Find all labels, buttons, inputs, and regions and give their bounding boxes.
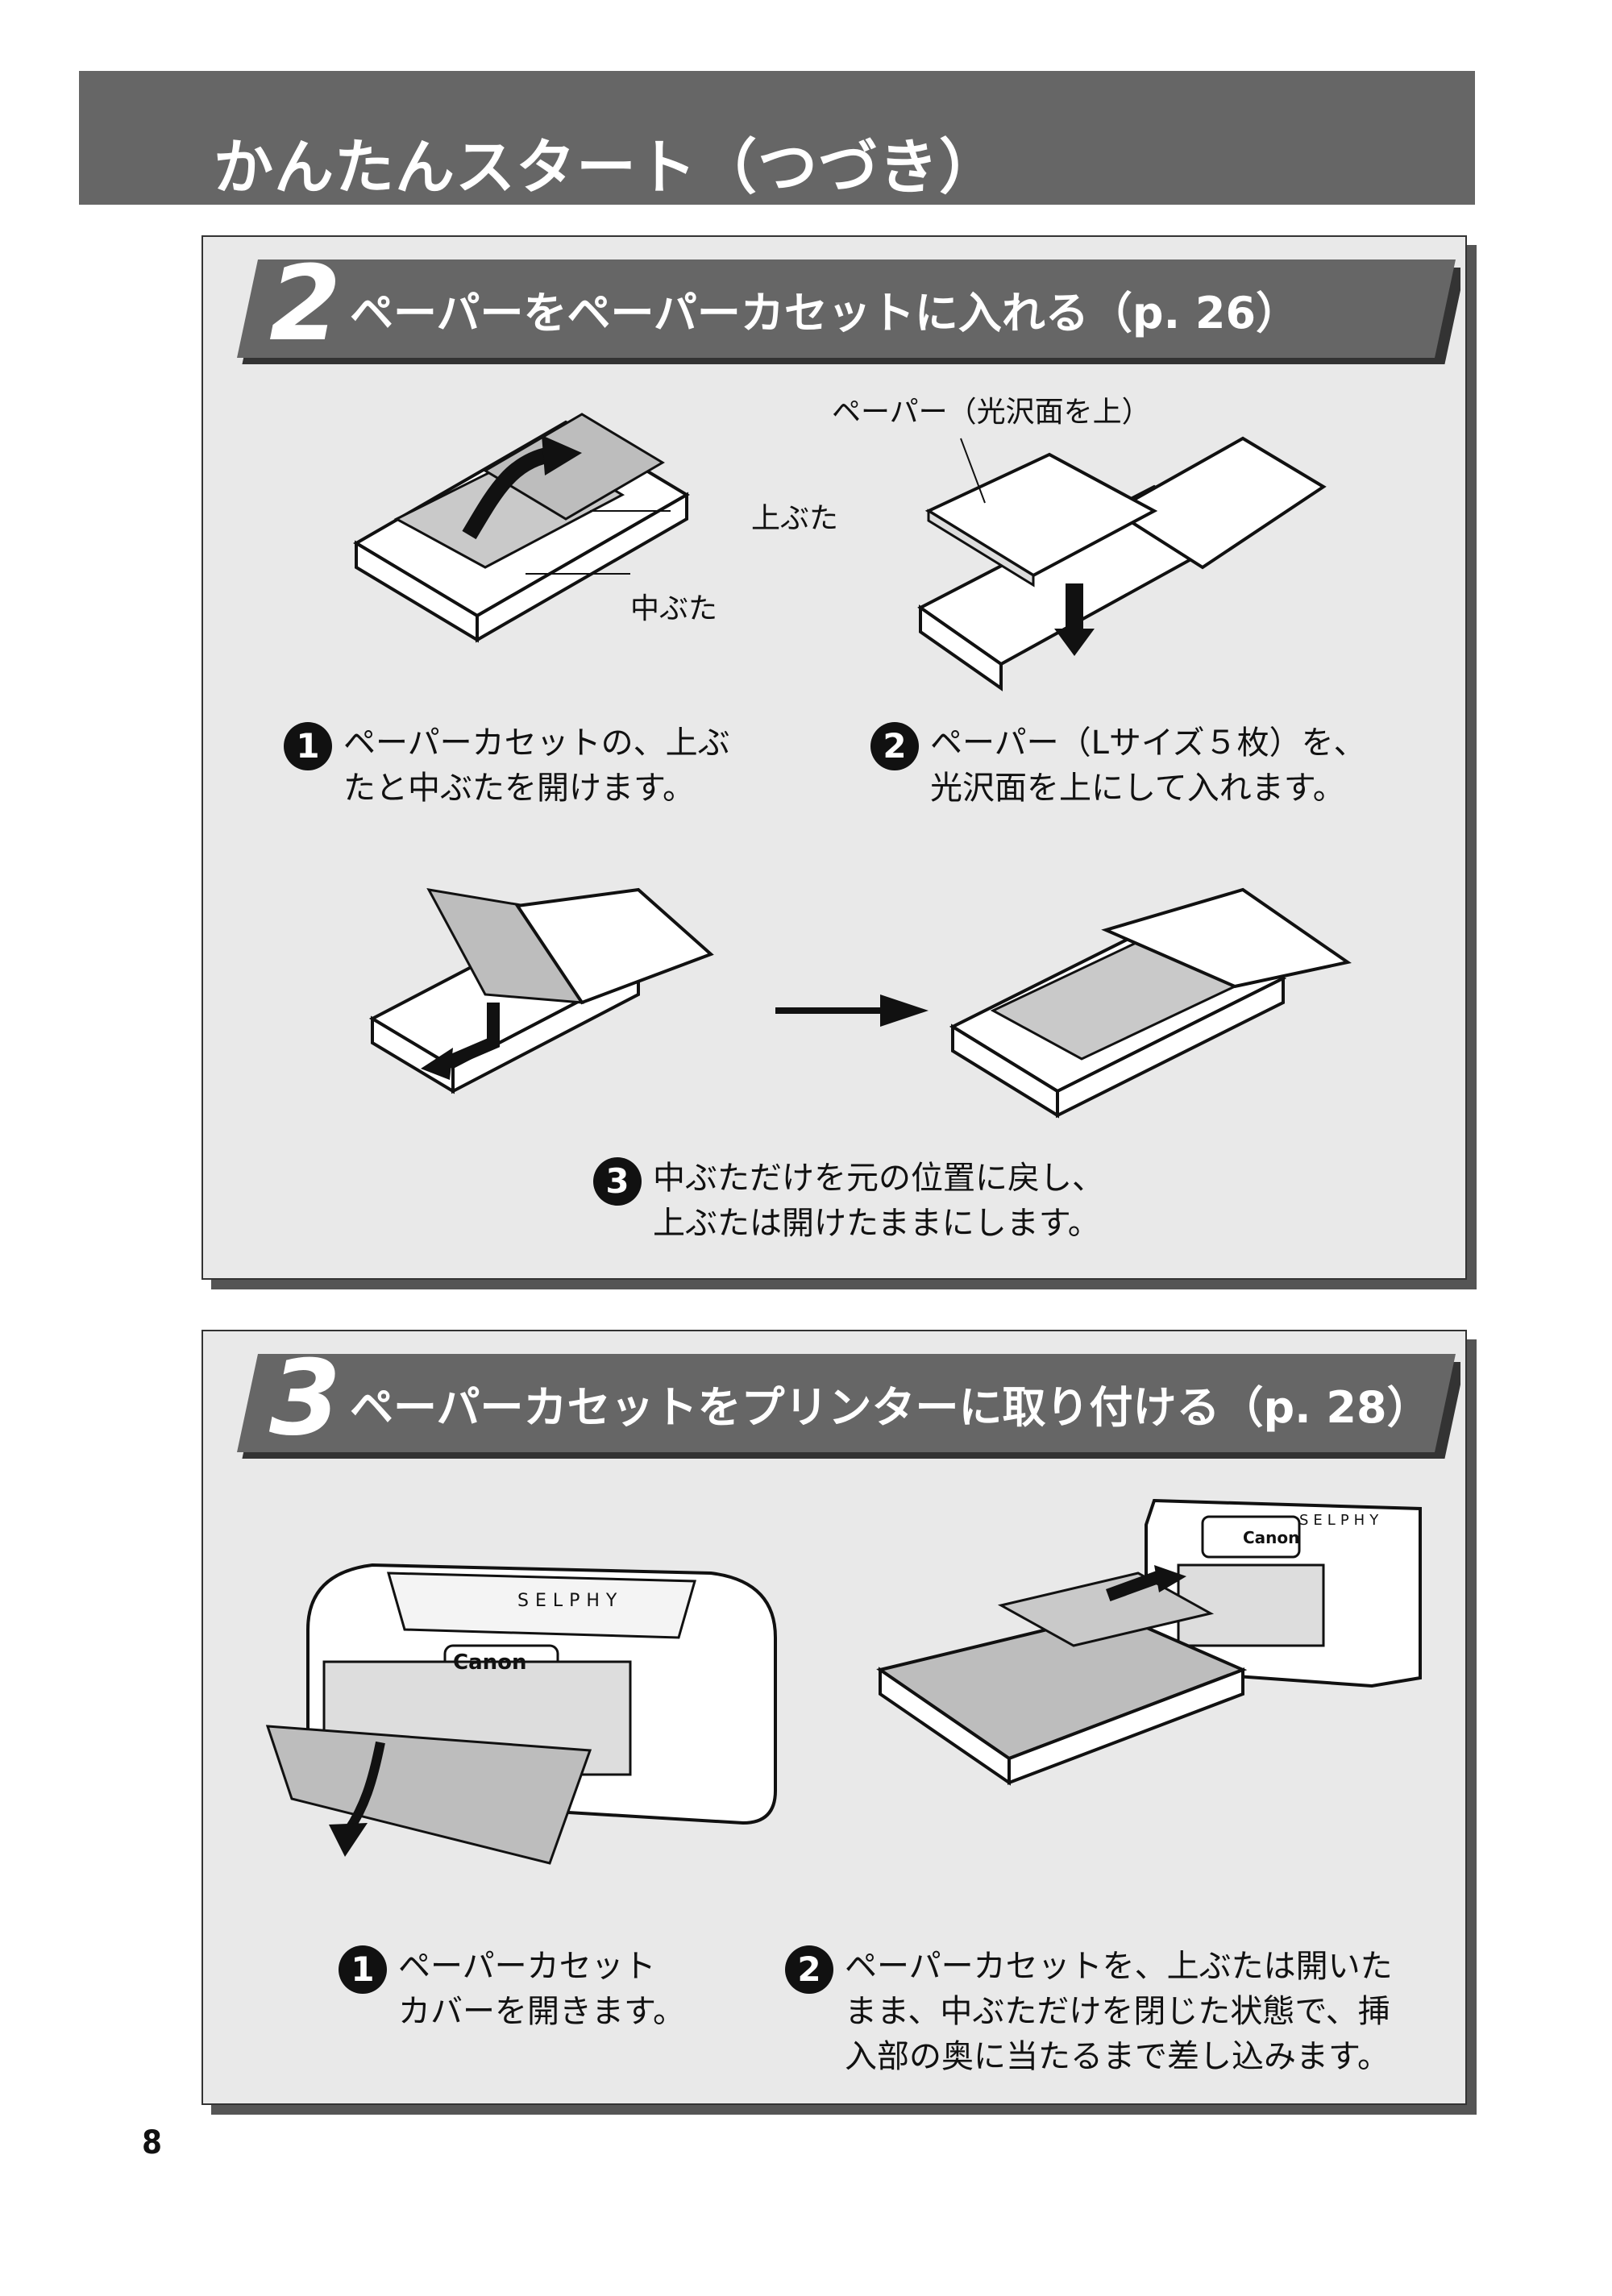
instruction-badge: 2	[870, 722, 919, 770]
instruction-line: 光沢面を上にして入れます。	[930, 770, 1345, 807]
cassette-open-lids-illustration	[353, 413, 690, 643]
step-2-banner: 2 ペーパーをペーパーカセットに入れる（p. 26）	[235, 253, 1460, 364]
middle-lid-label: 中ぶた	[630, 592, 718, 625]
instruction-badge: 1	[284, 722, 332, 770]
instruction-badge: 1	[339, 1945, 387, 1994]
cassette-middle-lid-closed-illustration	[949, 887, 1352, 1119]
insert-cassette-illustration	[876, 1498, 1422, 1786]
instruction-line: 入部の奥に当たるまで差し込みます。	[845, 2038, 1390, 2075]
step-3-instruction-2: 2 ペーパーカセットを、上ぶたは開いた まま、中ぶただけを閉じた状態で、挿 入部…	[785, 1944, 1430, 2081]
step-3-panel: 3 ペーパーカセットをプリンターに取り付ける（p. 28） Canon SELP…	[202, 1330, 1467, 2105]
printer-model-label: SELPHY	[1299, 1512, 1384, 1529]
printer-brand-label: Canon	[453, 1650, 527, 1675]
printer-open-cover-illustration	[265, 1563, 777, 1865]
paper-glossy-up-label: ペーパー（光沢面を上）	[832, 396, 1151, 429]
instruction-badge: 2	[785, 1945, 833, 1994]
step-3-title: ペーパーカセットをプリンターに取り付ける（p. 28）	[350, 1382, 1431, 1433]
instruction-line: ペーパーカセット	[398, 1948, 656, 1985]
step-2-instruction-1: 1 ペーパーカセットの、上ぶ たと中ぶたを開けます。	[284, 720, 767, 817]
step-banner-shape	[237, 1354, 1460, 1459]
instruction-badge: 3	[593, 1157, 642, 1206]
page-header-bar	[79, 71, 1475, 205]
instruction-line: ペーパーカセットの、上ぶ	[343, 725, 730, 762]
instruction-line: 上ぶたは開けたままにします。	[653, 1205, 1100, 1242]
step-banner-shape	[237, 259, 1460, 364]
instruction-line: ペーパーカセットを、上ぶたは開いた	[845, 1948, 1393, 1985]
step-2-instruction-2: 2 ペーパー（Lサイズ５枚）を、 光沢面を上にして入れます。	[870, 720, 1435, 817]
insert-paper-illustration	[917, 436, 1327, 691]
printer-brand-label: Canon	[1243, 1528, 1300, 1547]
close-middle-lid-illustration	[368, 887, 714, 1094]
instruction-line: ペーパー（Lサイズ５枚）を、	[930, 725, 1366, 762]
page-number: 8	[142, 2124, 163, 2161]
instruction-line: 中ぶただけを元の位置に戻し、	[653, 1160, 1104, 1197]
step-3-banner: 3 ペーパーカセットをプリンターに取り付ける（p. 28）	[235, 1347, 1460, 1459]
step-2-number: 2	[269, 244, 342, 364]
printer-model-label: SELPHY	[517, 1591, 624, 1611]
instruction-line: まま、中ぶただけを閉じた状態で、挿	[845, 1993, 1390, 2030]
step-2-panel: 2 ペーパーをペーパーカセットに入れる（p. 26） 上ぶた 中ぶた ペーパー（…	[202, 235, 1467, 1280]
right-arrow-icon	[775, 994, 929, 1027]
step-2-title: ペーパーをペーパーカセットに入れる（p. 26）	[350, 288, 1300, 338]
step-3-number: 3	[269, 1339, 342, 1459]
top-lid-label: 上ぶた	[751, 502, 839, 535]
step-3-instruction-1: 1 ペーパーカセット カバーを開きます。	[339, 1944, 758, 2041]
page-title: かんたんスタート（つづき）	[214, 133, 999, 202]
instruction-line: カバーを開きます。	[398, 1993, 685, 2030]
instruction-line: たと中ぶたを開けます。	[343, 770, 695, 807]
step-2-instruction-3: 3 中ぶただけを元の位置に戻し、 上ぶたは開けたままにします。	[593, 1156, 1157, 1252]
